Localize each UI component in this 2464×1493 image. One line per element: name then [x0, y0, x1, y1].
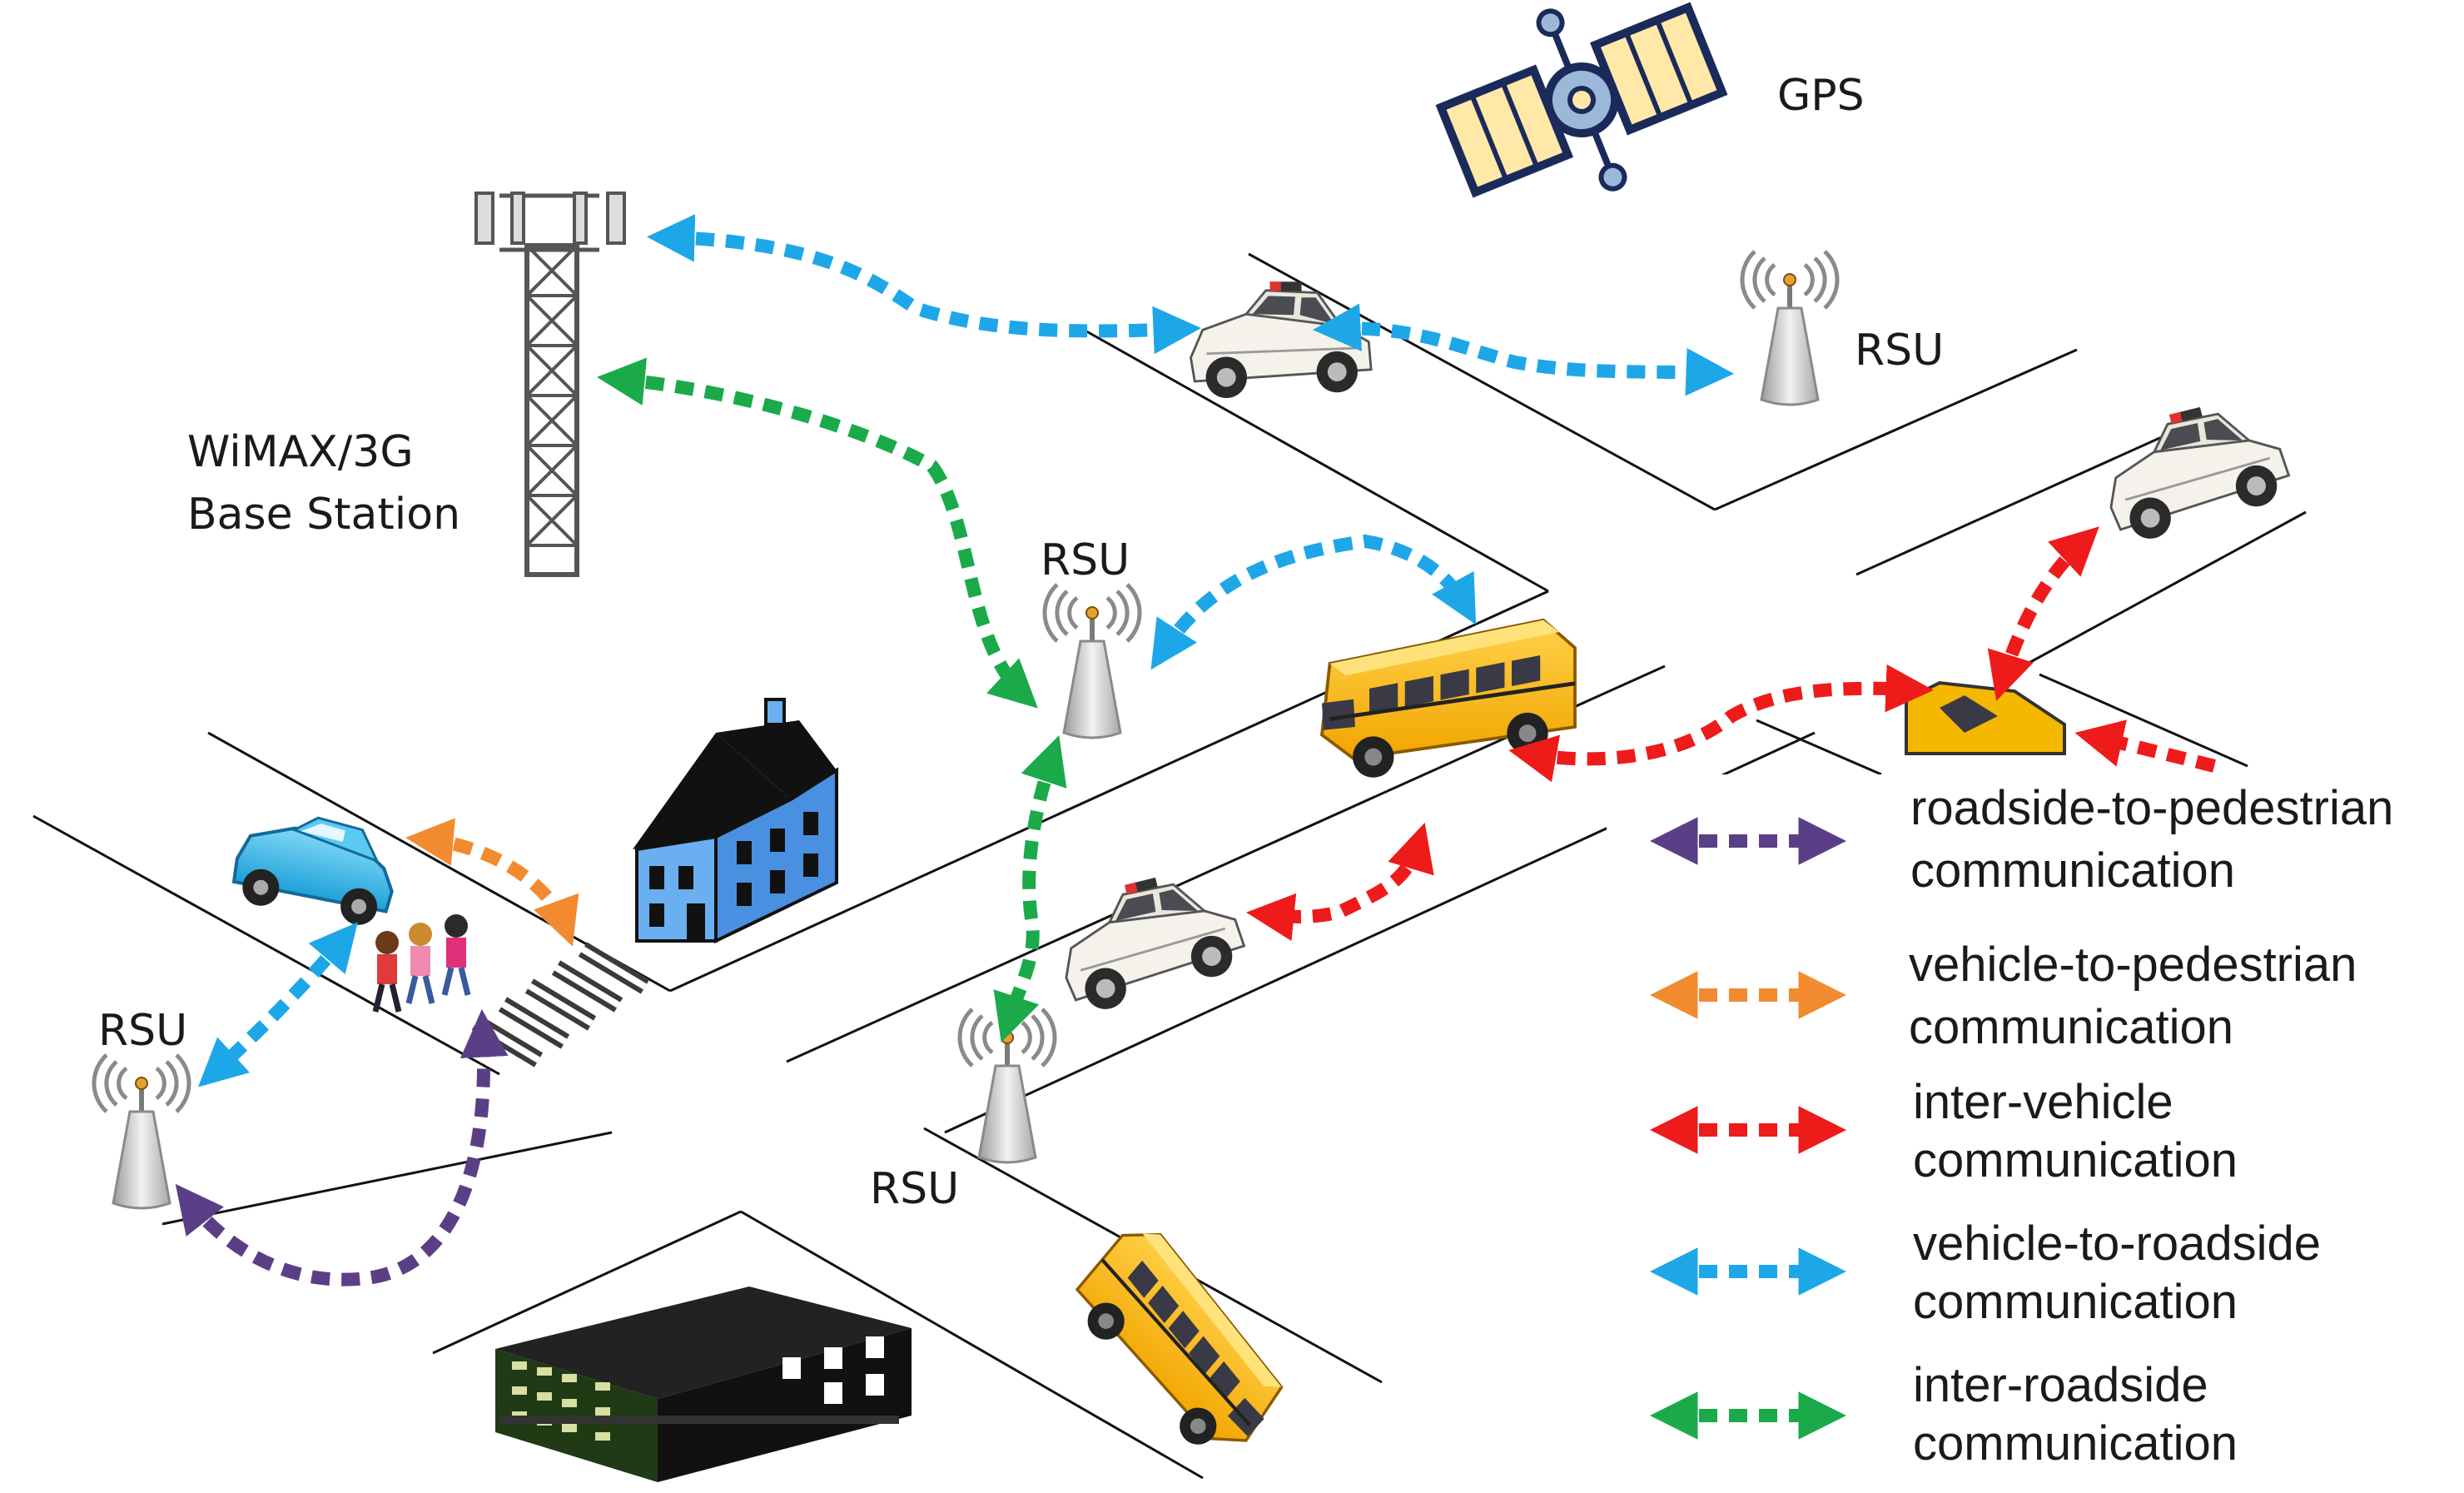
legend: roadside-to-pedestrian communication veh… [1607, 774, 2464, 1493]
police-car-right-icon [2091, 389, 2298, 548]
legend-label-vehicle-to-pedestrian-line1: vehicle-to-pedestrian [1909, 938, 2357, 992]
arrow-into-taxi [2074, 719, 2216, 773]
legend-item-inter-roadside: inter-roadside communication [1649, 1358, 2238, 1471]
rsu-label-left: RSU [98, 1006, 187, 1056]
arrow-police-car-to-rsu [1312, 303, 1735, 396]
rsu-center-icon [1045, 585, 1140, 738]
arrow-rsu-left-to-pedestrians [175, 1008, 509, 1286]
legend-label-vehicle-to-roadside-line1: vehicle-to-roadside [1913, 1217, 2321, 1271]
arrow-blue-car-to-rsu-left [197, 922, 358, 1087]
legend-label-inter-roadside-line2: communication [1913, 1416, 2238, 1471]
house-icon [633, 698, 838, 944]
base-station-tower-icon [474, 192, 626, 577]
legend-label-inter-vehicle-line2: communication [1913, 1133, 2238, 1187]
legend-label-inter-vehicle-line1: inter-vehicle [1913, 1075, 2173, 1129]
legend-item-roadside-to-pedestrian: roadside-to-pedestrian communication [1649, 781, 2393, 898]
base-station-label-line2: Base Station [187, 490, 460, 540]
arrow-tower-to-police-car [646, 214, 1202, 355]
taxi-icon [1905, 680, 2066, 755]
rsu-label-top-right: RSU [1855, 326, 1944, 376]
legend-label-roadside-to-pedestrian-line1: roadside-to-pedestrian [1910, 781, 2393, 835]
arrow-tower-to-rsu-center [597, 357, 1038, 709]
legend-item-vehicle-to-pedestrian: vehicle-to-pedestrian communication [1649, 938, 2357, 1054]
arrow-rsu-center-to-rsu-bottom [993, 735, 1067, 1043]
legend-label-inter-roadside-line1: inter-roadside [1913, 1358, 2208, 1412]
arrow-rsu-center-to-bus [1150, 534, 1477, 670]
rsu-left-icon [94, 1055, 189, 1208]
pedestrians-icon [372, 914, 471, 1013]
communication-arrows [175, 214, 2216, 1286]
crosswalk [471, 942, 650, 1067]
arrow-bus-to-taxi [1508, 664, 1935, 783]
legend-label-roadside-to-pedestrian-line2: communication [1910, 844, 2235, 898]
legend-label-vehicle-to-roadside-line2: communication [1913, 1275, 2238, 1329]
legend-item-inter-vehicle: inter-vehicle communication [1649, 1075, 2238, 1187]
school-bus-bottom-icon [1048, 1217, 1312, 1470]
police-car-top-icon [1190, 280, 1373, 400]
base-station-label-line1: WiMAX/3G [187, 427, 414, 477]
rsu-top-right-icon [1742, 251, 1837, 405]
arrow-taxi-to-police-car [1987, 526, 2099, 701]
legend-item-vehicle-to-roadside: vehicle-to-roadside communication [1649, 1217, 2321, 1329]
arrow-bus-to-police-car-middle [1246, 822, 1434, 942]
arrow-blue-car-to-pedestrians [405, 818, 579, 947]
rsu-label-bottom-center: RSU [870, 1164, 959, 1214]
police-car-middle-icon [1046, 859, 1253, 1018]
blue-car-icon [231, 816, 394, 925]
gps-label: GPS [1777, 71, 1865, 121]
rsu-label-center: RSU [1041, 535, 1130, 585]
legend-label-vehicle-to-pedestrian-line2: communication [1909, 1000, 2233, 1054]
rsu-bottom-center-icon [960, 1009, 1055, 1162]
office-building-icon [495, 1286, 912, 1482]
gps-satellite-icon [1435, 2, 1728, 198]
